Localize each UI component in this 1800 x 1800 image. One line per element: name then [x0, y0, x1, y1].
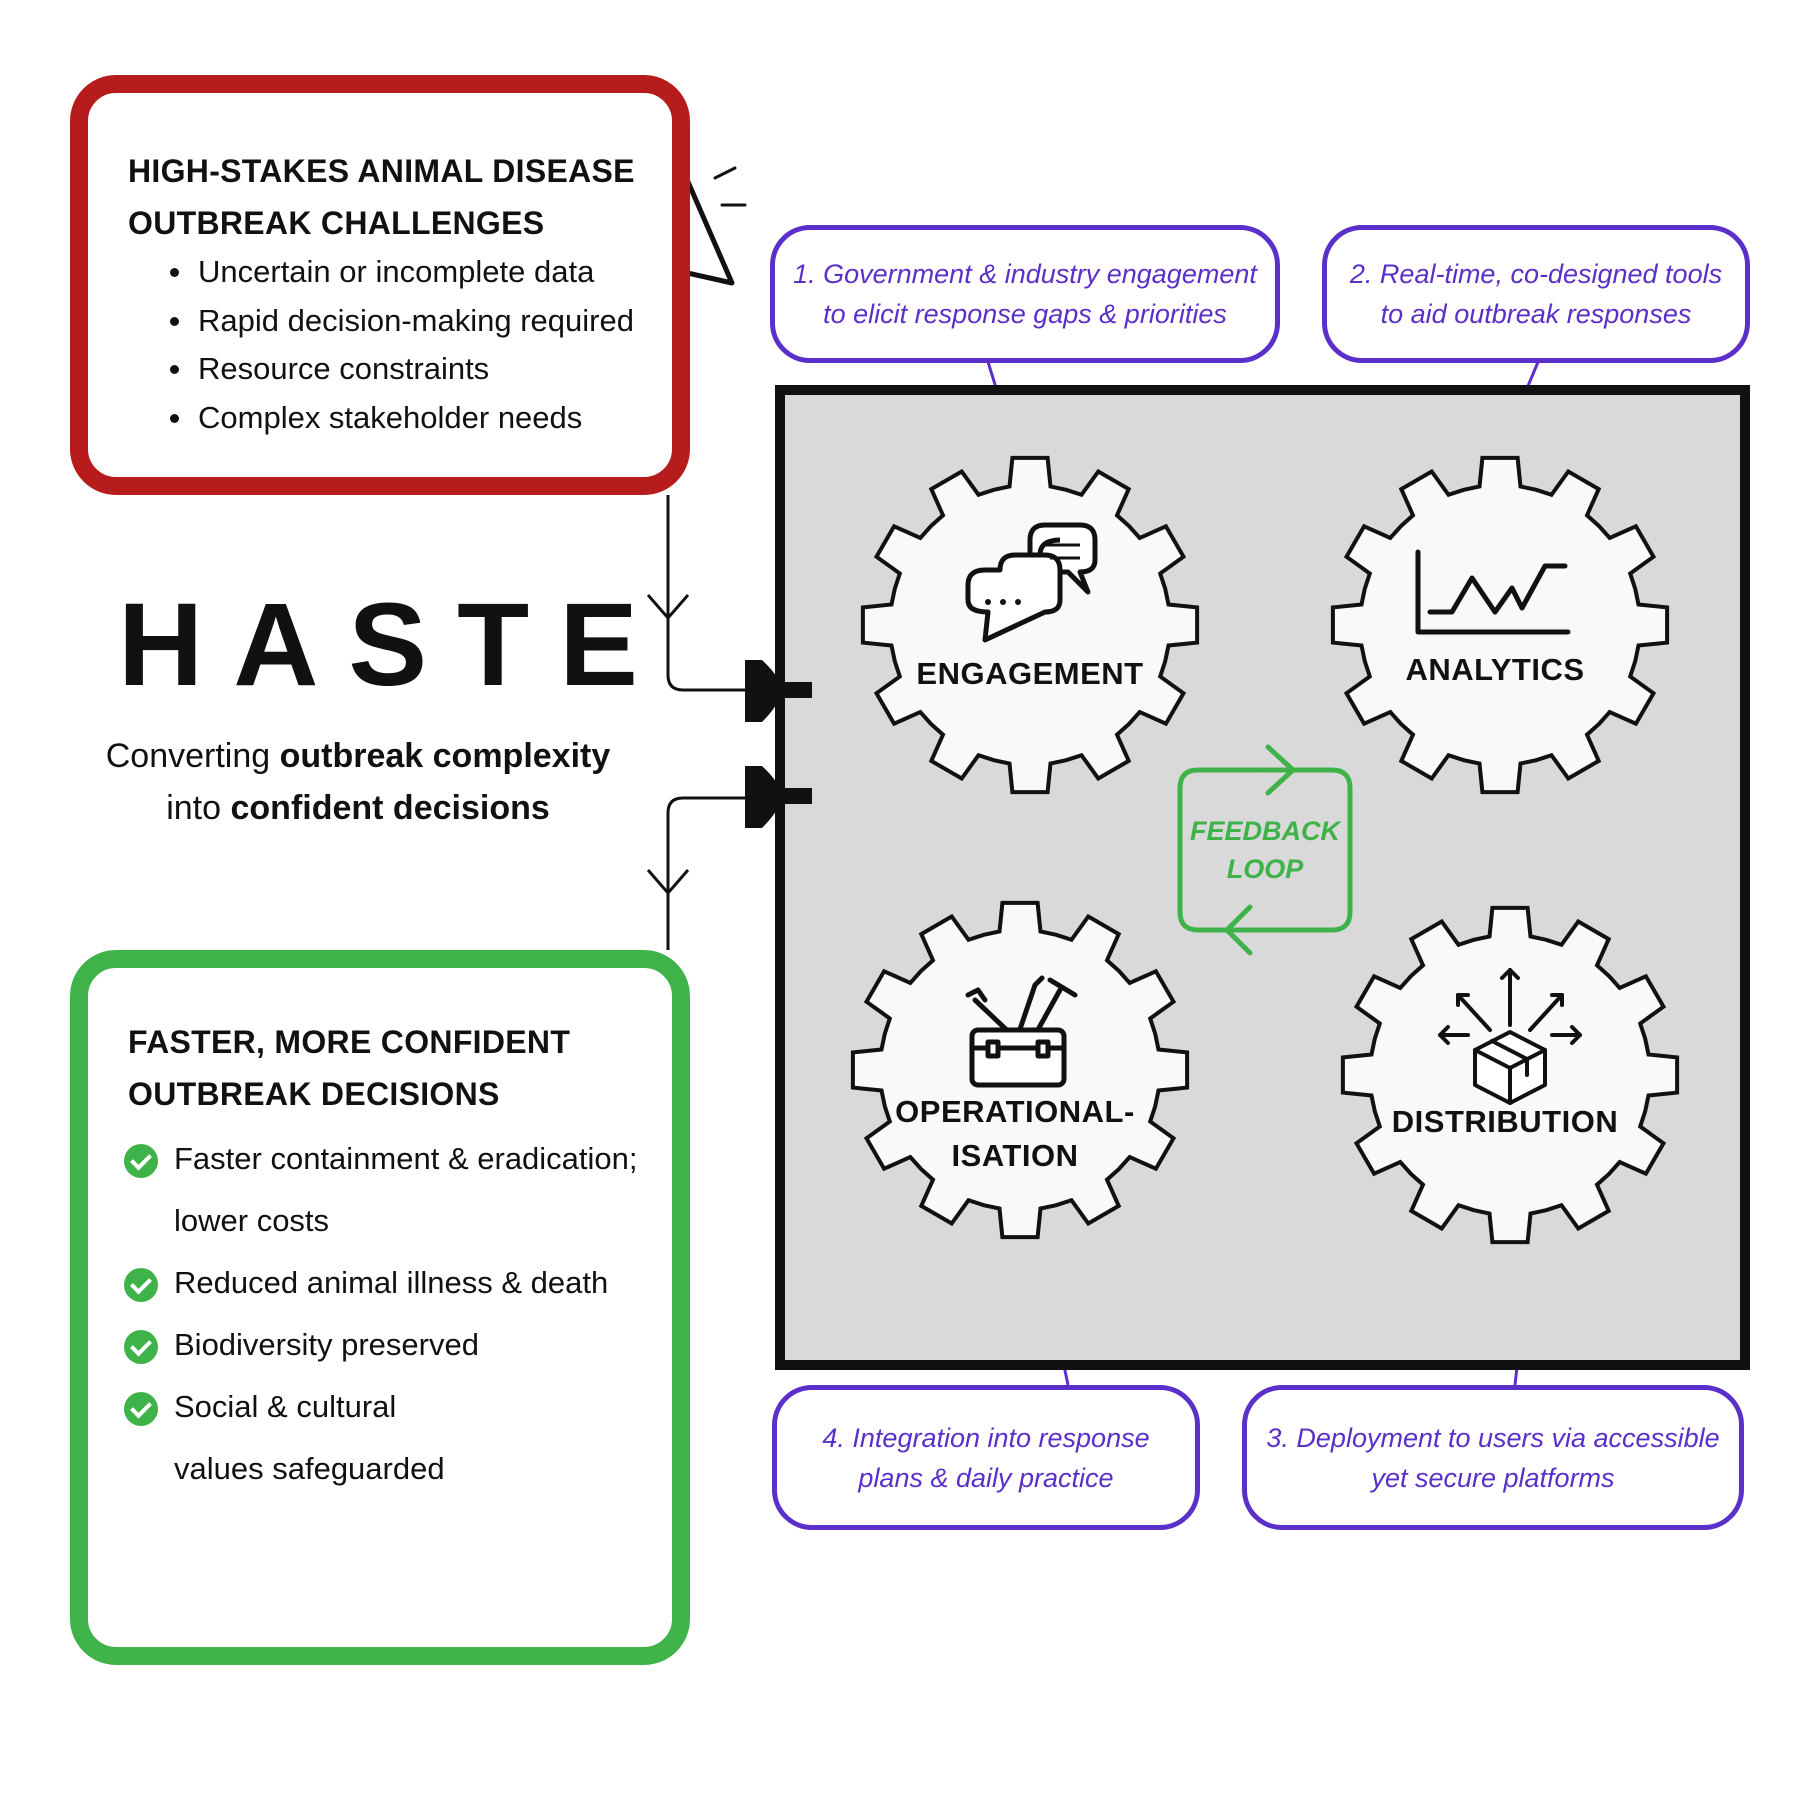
- challenges-list: Uncertain or incomplete data Rapid decis…: [170, 248, 634, 442]
- analytics-gear: [1330, 455, 1670, 795]
- callout-text: 3. Deployment to users via accessible ye…: [1266, 1422, 1720, 1493]
- line-chart-icon: [1415, 549, 1571, 635]
- check-circle-icon: [124, 1144, 158, 1178]
- callout-operationalisation: 4. Integration into response plans & dai…: [772, 1385, 1200, 1530]
- outcome-text: Faster containment & eradication; lower …: [174, 1141, 638, 1238]
- callout-analytics: 2. Real-time, co-designed tools to aid o…: [1322, 225, 1750, 363]
- input-plug-icon: [745, 660, 812, 722]
- list-item: Resource constraints: [170, 345, 634, 394]
- outcomes-title-line2: OUTBREAK DECISIONS: [128, 1076, 500, 1112]
- list-item: Faster containment & eradication; lower …: [124, 1128, 684, 1252]
- outcomes-list: Faster containment & eradication; lower …: [124, 1128, 684, 1500]
- engagement-gear: [860, 455, 1200, 795]
- feedback-loop-icon: [1177, 744, 1353, 956]
- outcome-text: Biodiversity preserved: [174, 1327, 479, 1362]
- challenges-title-line2: OUTBREAK CHALLENGES: [128, 205, 545, 241]
- list-item: Complex stakeholder needs: [170, 394, 634, 443]
- gear-label-operationalisation: OPERATIONAL- ISATION: [895, 1094, 1135, 1173]
- callout-text: 4. Integration into response plans & dai…: [822, 1422, 1150, 1493]
- brand-title: HASTE: [118, 579, 668, 711]
- brand-tagline: Converting outbreak complexity into conf…: [78, 730, 638, 834]
- callout-text: 2. Real-time, co-designed tools to aid o…: [1349, 259, 1723, 329]
- outcomes-connector: [646, 796, 760, 950]
- check-circle-icon: [124, 1330, 158, 1364]
- challenges-box: HIGH-STAKES ANIMAL DISEASE OUTBREAK CHAL…: [70, 75, 690, 495]
- output-plug-icon: [745, 766, 812, 828]
- challenges-connector: [646, 495, 760, 692]
- gear-label-analytics: ANALYTICS: [1405, 652, 1585, 687]
- list-item: Rapid decision-making required: [170, 297, 634, 346]
- package-distribution-icon: [1438, 968, 1582, 1105]
- callout-text: 1. Government & industry engagement to e…: [793, 259, 1257, 329]
- callout-engagement: 1. Government & industry engagement to e…: [770, 225, 1280, 363]
- list-item: Biodiversity preserved: [124, 1314, 684, 1376]
- feedback-loop-label: FEEDBACK LOOP: [1189, 816, 1340, 884]
- tagline-bold-2: confident decisions: [230, 789, 550, 827]
- outcome-text: Social & cultural values safeguarded: [174, 1389, 445, 1486]
- challenges-title: HIGH-STAKES ANIMAL DISEASE OUTBREAK CHAL…: [128, 145, 635, 249]
- chat-bubbles-icon: [965, 522, 1098, 643]
- list-item: Social & cultural values safeguarded: [124, 1376, 474, 1500]
- gear-label-engagement: ENGAGEMENT: [916, 656, 1144, 691]
- tagline-mid: into: [166, 789, 222, 827]
- outcomes-box: FASTER, MORE CONFIDENT OUTBREAK DECISION…: [70, 950, 690, 1665]
- tagline-bold-1: outbreak complexity: [279, 737, 611, 775]
- list-item: Uncertain or incomplete data: [170, 248, 634, 297]
- outcomes-title: FASTER, MORE CONFIDENT OUTBREAK DECISION…: [128, 1016, 570, 1120]
- outcomes-title-line1: FASTER, MORE CONFIDENT: [128, 1024, 571, 1060]
- gear-label-distribution: DISTRIBUTION: [1391, 1104, 1619, 1139]
- check-circle-icon: [124, 1392, 158, 1426]
- challenges-title-line1: HIGH-STAKES ANIMAL DISEASE: [128, 153, 635, 189]
- callout-distribution: 3. Deployment to users via accessible ye…: [1242, 1385, 1744, 1530]
- tagline-pre: Converting: [105, 737, 271, 775]
- check-circle-icon: [124, 1268, 158, 1302]
- list-item: Reduced animal illness & death: [124, 1252, 684, 1314]
- outcome-text: Reduced animal illness & death: [174, 1265, 609, 1300]
- toolbox-icon: [965, 975, 1078, 1088]
